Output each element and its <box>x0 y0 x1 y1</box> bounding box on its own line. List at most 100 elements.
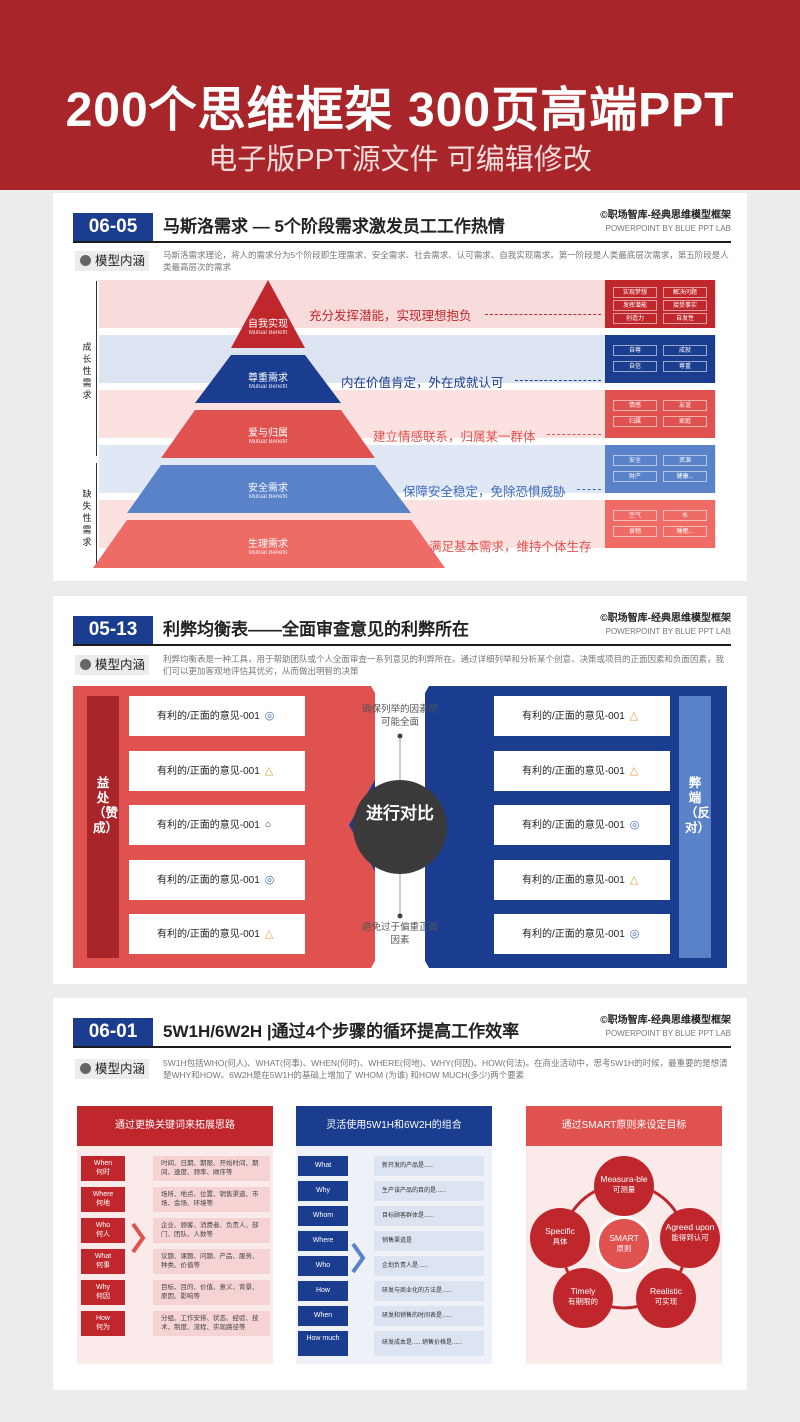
tag-group-3: 情感 友谊 归属 家庭 <box>605 390 715 438</box>
leader-line <box>577 489 601 490</box>
smart-cn: 具体 <box>552 1237 568 1246</box>
double-circle-icon: ◎ <box>264 710 275 722</box>
top-note: 确保列举的因素尽可能全面 <box>361 704 438 728</box>
level-en: Mutual Benefit <box>248 384 288 390</box>
kw-en: What <box>94 1253 112 1260</box>
kw-cn: 何人 <box>96 1231 110 1238</box>
model-label: 模型内涵 <box>75 251 149 271</box>
level-text-4: 保障安全稳定，免除恐惧威胁 <box>403 485 566 499</box>
chevron-right-icon <box>131 1222 146 1254</box>
item-text: 有利的/正面的意见-001 <box>522 820 625 831</box>
card-header: 06-05 马斯洛需求 — 5个阶段需求激发员工工作热情 ©职场智库-经典思维模… <box>73 210 731 243</box>
section-number: 06-05 <box>73 213 153 241</box>
level-en: Mutual Benefit <box>248 494 288 500</box>
tag: 情感 <box>613 400 657 411</box>
w-text: 目标顾客群体是...... <box>374 1206 484 1226</box>
section-number: 06-01 <box>73 1018 153 1046</box>
smart-center-en: SMART <box>609 1233 639 1243</box>
w-text: 新开发的产品是...... <box>374 1156 484 1176</box>
w5h-card: 06-01 5W1H/6W2H |通过4个步骤的循环提高工作效率 ©职场智库-经… <box>53 998 747 1390</box>
pro-item: 有利的/正面的意见-001◎ <box>129 696 305 736</box>
kw-cn: 何因 <box>96 1293 110 1300</box>
pro-item: 有利的/正面的意见-001△ <box>129 751 305 791</box>
brand-cn: ©职场智库-经典思维模型框架 <box>600 613 731 624</box>
w-tag: How much <box>298 1331 348 1356</box>
leader-line <box>485 314 601 315</box>
w-text: 研发成本是......销售价格是...... <box>374 1331 484 1356</box>
pyramid-level-2 <box>195 355 341 403</box>
w-tag: When <box>298 1306 348 1326</box>
w-tag: What <box>298 1156 348 1176</box>
tag: 接受事实 <box>663 300 707 311</box>
tag: 食物 <box>613 526 657 537</box>
smart-en: Timely <box>570 1286 596 1296</box>
tag: 友谊 <box>663 400 707 411</box>
triangle-icon: △ <box>629 874 639 886</box>
pyramid-level-3 <box>161 410 375 458</box>
deficiency-needs-label: 缺失性需求 <box>82 489 92 547</box>
tag: 安全 <box>613 455 657 466</box>
pyramid-level-5 <box>93 520 445 568</box>
section-number: 05-13 <box>73 616 153 644</box>
card-header: 06-01 5W1H/6W2H |通过4个步骤的循环提高工作效率 ©职场智库-经… <box>73 1015 731 1048</box>
keyword-column-title: 通过更换关键词来拓展思路 <box>77 1106 273 1146</box>
kw-en: Who <box>95 1222 111 1229</box>
level-name: 尊重需求 <box>248 373 288 384</box>
tag: 健康... <box>663 471 707 482</box>
w-text: 生产该产品的目的是...... <box>374 1181 484 1201</box>
chevron-right-icon <box>351 1242 366 1274</box>
pyramid-level-4 <box>127 465 411 513</box>
level-text-1: 充分发挥潜能，实现理想抱负 <box>309 309 472 323</box>
brand-cn: ©职场智库-经典思维模型框架 <box>600 1015 731 1026</box>
top-banner: 200个思维框架 300页高端PPT 电子版PPT源文件 可编辑修改 <box>0 0 800 190</box>
keyword-text: 企业、顾客、消费者、负责人、部门、团队、人数等 <box>153 1218 270 1243</box>
connector-dot <box>397 913 403 919</box>
triangle-icon: △ <box>629 765 639 777</box>
item-text: 有利的/正面的意见-001 <box>157 875 260 886</box>
cons-label: 弊端（反对） <box>685 776 711 835</box>
connector-dot <box>397 733 403 739</box>
tag: 资源 <box>663 455 707 466</box>
center-circle <box>353 780 447 874</box>
growth-needs-label: 成长性需求 <box>82 342 92 400</box>
banner-subline: 电子版PPT源文件 可编辑修改 <box>208 144 592 176</box>
level-en: Mutual Benefit <box>248 439 288 445</box>
pro-item: 有利的/正面的意见-001△ <box>129 914 305 954</box>
kw-en: Where <box>92 1191 114 1198</box>
kw-en: How <box>95 1315 110 1322</box>
section-title: 5W1H/6W2H |通过4个步骤的循环提高工作效率 <box>163 1022 520 1041</box>
tag: 成就 <box>663 345 707 356</box>
pro-item: 有利的/正面的意见-001 ○ <box>129 805 305 845</box>
smart-column-title: 通过SMART原则来设定目标 <box>526 1106 722 1146</box>
pyramid-level-1 <box>231 280 305 348</box>
level-en: Mutual Benefit <box>248 330 288 336</box>
item-text: 有利的/正面的意见-001 <box>522 711 625 722</box>
w-text: 销售渠道是 <box>374 1231 484 1251</box>
item-text: 有利的/正面的意见-001 <box>157 820 260 831</box>
w-text: 研发与商业化的方法是...... <box>374 1281 484 1301</box>
smart-center-cn: 原则 <box>616 1244 632 1253</box>
kw-cn: 何地 <box>96 1200 110 1207</box>
level-en: Mutual Benefit <box>248 550 288 556</box>
center-notch <box>375 686 425 726</box>
tag: 水 <box>663 510 707 521</box>
keyword-text: 目标、目的、价值、意义、背景、原因、影响等 <box>153 1280 270 1305</box>
smart-en: Specific <box>545 1226 575 1236</box>
level-name: 安全需求 <box>248 483 288 494</box>
con-item: 有利的/正面的意见-001◎ <box>494 914 670 954</box>
w-tag: How <box>298 1281 348 1301</box>
tag: 实现梦想 <box>613 287 657 298</box>
smart-cn: 有期限的 <box>568 1297 598 1306</box>
tag-group-5: 空气 水 食物 睡眠... <box>605 500 715 548</box>
circle-icon: ○ <box>264 819 272 831</box>
w-tag: Who <box>298 1256 348 1276</box>
